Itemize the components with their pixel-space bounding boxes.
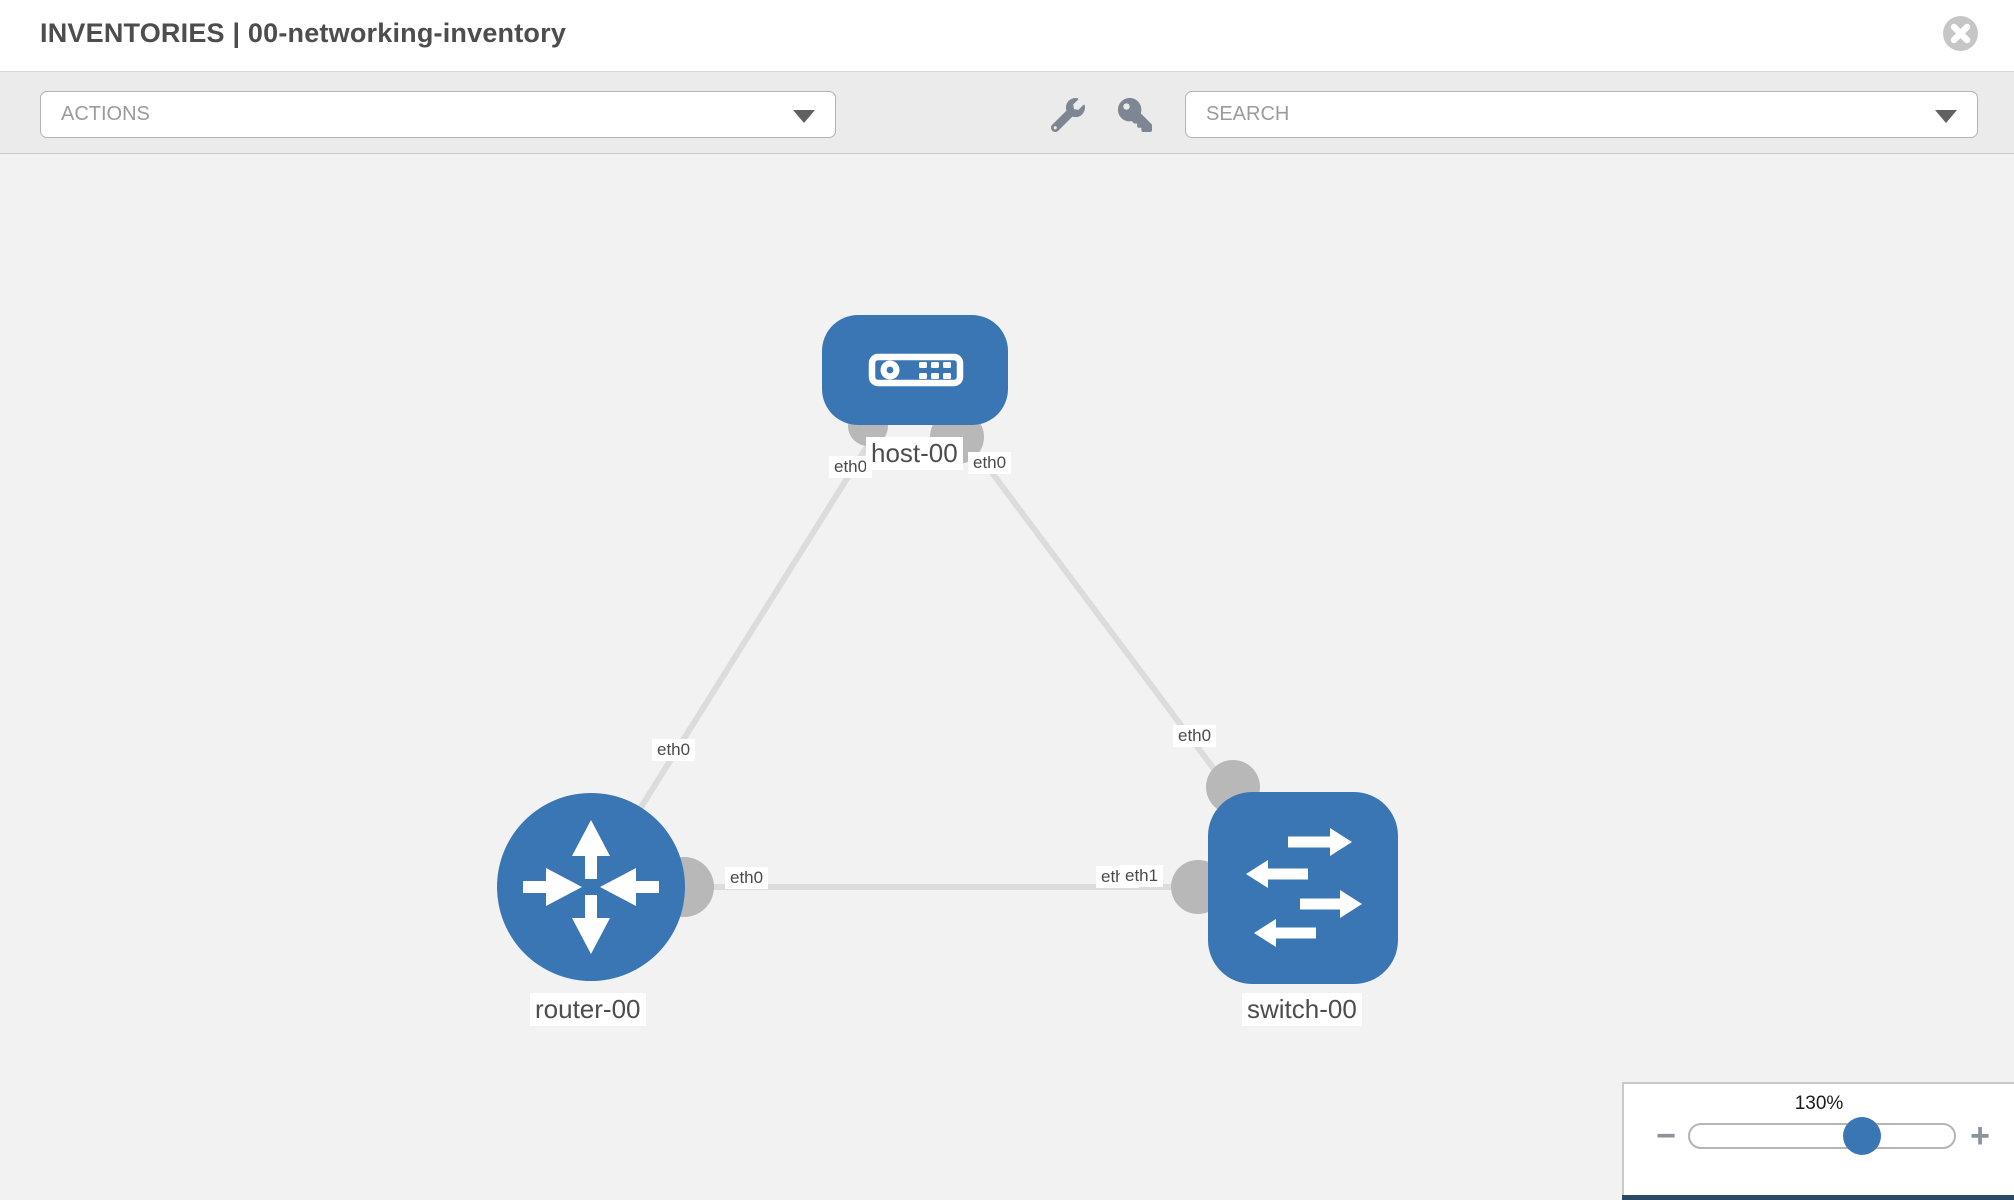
node-label-router: router-00 (530, 993, 646, 1027)
node-host[interactable] (822, 315, 1008, 425)
node-label-host: host-00 (866, 437, 963, 471)
key-icon (1118, 98, 1152, 132)
chevron-down-icon (1935, 110, 1957, 123)
footer-bar (1622, 1195, 2014, 1200)
zoom-in-button[interactable]: + (1970, 1117, 1990, 1155)
zoom-out-button[interactable]: − (1656, 1117, 1676, 1155)
zoom-slider-track[interactable] (1688, 1117, 1956, 1155)
interface-label: eth0 (652, 739, 696, 762)
page-title: INVENTORIES | 00-networking-inventory (40, 18, 567, 48)
actions-dropdown[interactable]: ACTIONS (40, 91, 836, 138)
topology-canvas[interactable]: eth0 host-00 eth0 eth0 eth0 eth0 eth0 et… (0, 154, 2014, 1200)
chevron-down-icon (793, 110, 815, 123)
zoom-control-panel: 130% − + (1622, 1082, 2014, 1200)
configure-button[interactable] (1050, 98, 1086, 133)
search-dropdown[interactable]: SEARCH (1185, 91, 1978, 138)
interface-label: eth0 (829, 456, 873, 479)
node-switch[interactable] (1208, 792, 1398, 984)
interface-label: eth0 (725, 867, 769, 890)
panel-header: INVENTORIES | 00-networking-inventory (0, 0, 2014, 72)
credentials-button[interactable] (1117, 98, 1153, 132)
host-icon (868, 353, 964, 387)
interface-label: eth0 (1173, 725, 1217, 748)
interface-label: eth1 (1120, 865, 1164, 888)
ports (654, 406, 1260, 917)
close-icon (1943, 16, 1978, 51)
wrench-icon (1050, 98, 1085, 133)
actions-dropdown-label: ACTIONS (61, 103, 150, 125)
router-icon (523, 820, 659, 954)
search-dropdown-label: SEARCH (1206, 103, 1290, 125)
topology-svg (497, 315, 1398, 984)
close-button[interactable] (1943, 16, 1978, 51)
node-router[interactable] (497, 793, 685, 981)
interface-label: eth0 (968, 452, 1012, 475)
zoom-level: 130% (1794, 1093, 1844, 1114)
node-label-switch: switch-00 (1242, 993, 1362, 1027)
zoom-slider-thumb[interactable] (1843, 1117, 1881, 1155)
switch-icon (1246, 828, 1362, 947)
toolbar: ACTIONS SEARCH (0, 72, 2014, 154)
